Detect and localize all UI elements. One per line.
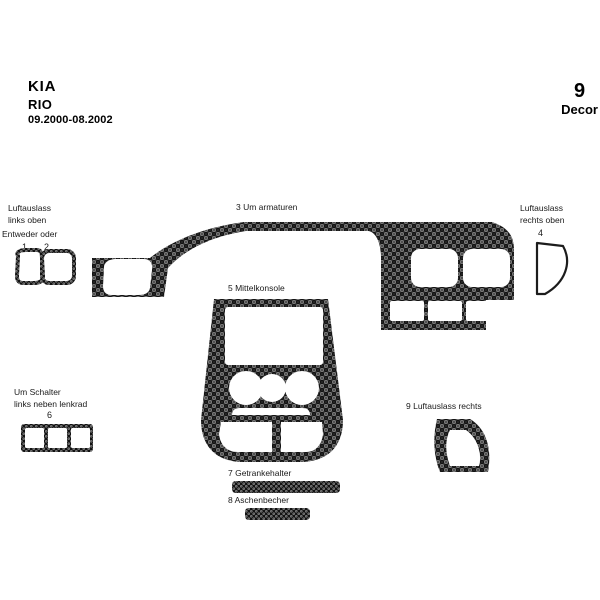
part-8-ashtray-trim xyxy=(245,508,310,520)
label-vent-left-upper-line1: Luftauslass xyxy=(8,203,51,213)
part-4-air-vent-right-upper xyxy=(535,241,569,296)
vehicle-model: RIO xyxy=(28,96,53,112)
decor-count-number: 9 xyxy=(574,80,586,102)
label-vent-left-upper-line2: links oben xyxy=(8,215,47,226)
part-1-air-vent-left-upper-a xyxy=(14,248,46,285)
label-center-console: 5 Mittelkonsole xyxy=(228,283,285,293)
label-vent-right-upper: Luftauslass rechts oben xyxy=(520,202,564,227)
part-2-air-vent-left-upper-b xyxy=(40,249,76,285)
label-vent-right-upper-line2: rechts oben xyxy=(520,215,565,226)
vehicle-identification: KIA RIO 09.2000-08.2002 xyxy=(28,78,113,128)
decor-piece-count: 9 Decor xyxy=(561,80,598,117)
decor-count-word: Decor xyxy=(561,102,598,117)
label-ashtray: 8 Aschenbecher xyxy=(228,495,289,505)
part-5-center-console xyxy=(201,299,343,462)
part-7-cup-holder-trim xyxy=(232,481,340,493)
label-vent-right: 9 Luftauslass rechts xyxy=(406,401,482,411)
production-period: 09.2000-08.2002 xyxy=(28,114,113,126)
part-9-air-vent-right xyxy=(434,419,490,472)
part-number-6: 6 xyxy=(47,410,53,420)
label-switch-panel-line2: links neben lenkrad xyxy=(14,399,88,410)
part-6-switch-panel xyxy=(21,424,93,452)
vehicle-make: KIA xyxy=(28,78,57,95)
label-switch-panel-line1: Um Schalter xyxy=(14,387,61,397)
label-vent-left-upper: Luftauslass links oben xyxy=(8,202,51,227)
label-instrument-surround: 3 Um armaturen xyxy=(236,202,298,212)
part-number-2: 2 xyxy=(44,242,50,252)
label-switch-panel: Um Schalter links neben lenkrad xyxy=(14,386,87,411)
label-either-or: Entweder oder xyxy=(2,229,58,239)
label-vent-right-upper-line1: Luftauslass xyxy=(520,203,563,213)
part-number-1: 1 xyxy=(22,242,28,252)
part-number-4: 4 xyxy=(538,228,544,238)
label-cup-holder: 7 Getrankehalter xyxy=(228,468,292,478)
